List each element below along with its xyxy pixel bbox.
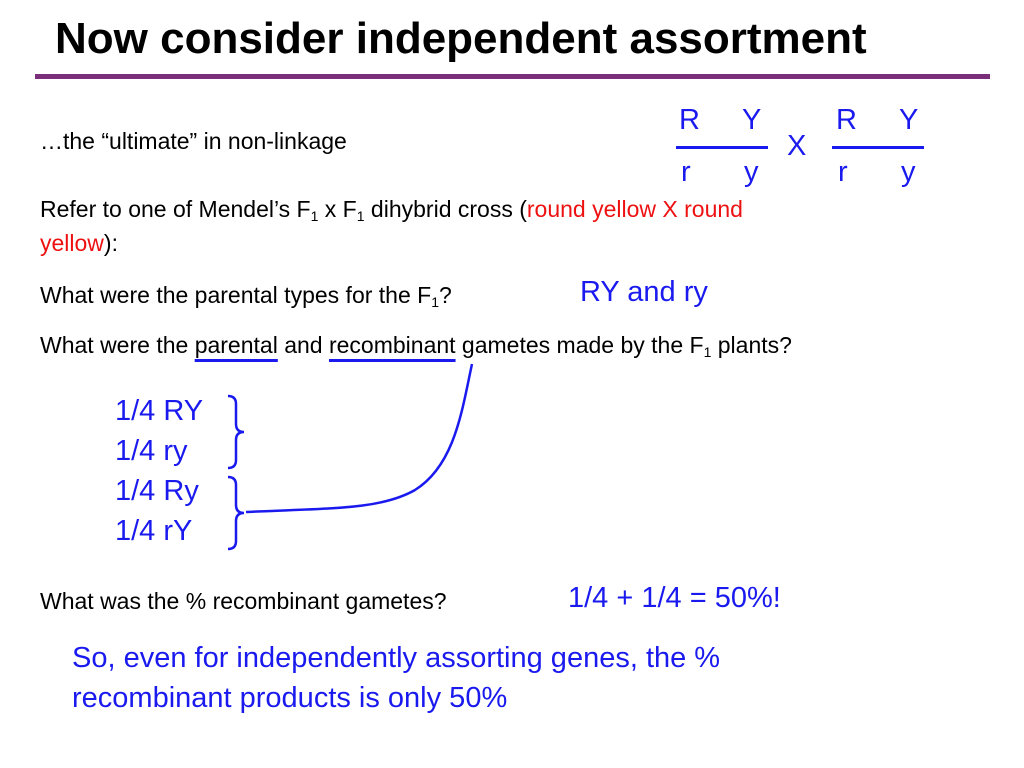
- conclusion-line-1: So, even for independently assorting gen…: [72, 642, 721, 674]
- allele-left-R: R: [679, 104, 700, 136]
- question-parental-types: What were the parental types for the F1?: [40, 282, 452, 310]
- gamete-rY: 1/4 rY: [115, 515, 193, 547]
- answer-recombinant-percent: 1/4 + 1/4 = 50%!: [568, 582, 781, 614]
- allele-right-Y: Y: [899, 104, 919, 136]
- allele-right-y: y: [901, 156, 916, 188]
- allele-left-y: y: [744, 156, 759, 188]
- refer-line-1: Refer to one of Mendel’s F1 x F1 dihybri…: [40, 196, 743, 224]
- title-divider: [35, 74, 990, 79]
- gamete-list: 1/4 RY 1/4 ry 1/4 Ry 1/4 rY: [115, 391, 203, 551]
- gamete-ry: 1/4 ry: [115, 435, 188, 467]
- connector-curve: [245, 363, 474, 514]
- recombinant-underlined: recombinant: [328, 332, 456, 358]
- question-recombinant-percent: What was the % recombinant gametes?: [40, 588, 447, 614]
- answer-parental-types: RY and ry: [580, 276, 708, 308]
- intro-text: …the “ultimate” in non-linkage: [40, 128, 347, 154]
- question-gametes: What were the parental and recombinant g…: [40, 332, 792, 360]
- allele-left-Y: Y: [742, 104, 762, 136]
- allele-left-r: r: [681, 156, 691, 188]
- gamete-RY: 1/4 RY: [115, 395, 204, 427]
- chromosome-bar-left: [676, 146, 768, 149]
- gamete-Ry: 1/4 Ry: [115, 475, 199, 507]
- recombinant-brace: [227, 475, 245, 551]
- conclusion-line-2: recombinant products is only 50%: [72, 682, 508, 714]
- allele-right-R: R: [836, 104, 857, 136]
- parental-underlined: parental: [194, 332, 278, 358]
- refer-line-2: yellow):: [40, 230, 118, 256]
- parental-brace: [227, 394, 245, 470]
- chromosome-bar-right: [832, 146, 924, 149]
- cross-symbol: X: [787, 130, 807, 162]
- allele-right-r: r: [838, 156, 848, 188]
- slide-title: Now consider independent assortment: [55, 14, 867, 63]
